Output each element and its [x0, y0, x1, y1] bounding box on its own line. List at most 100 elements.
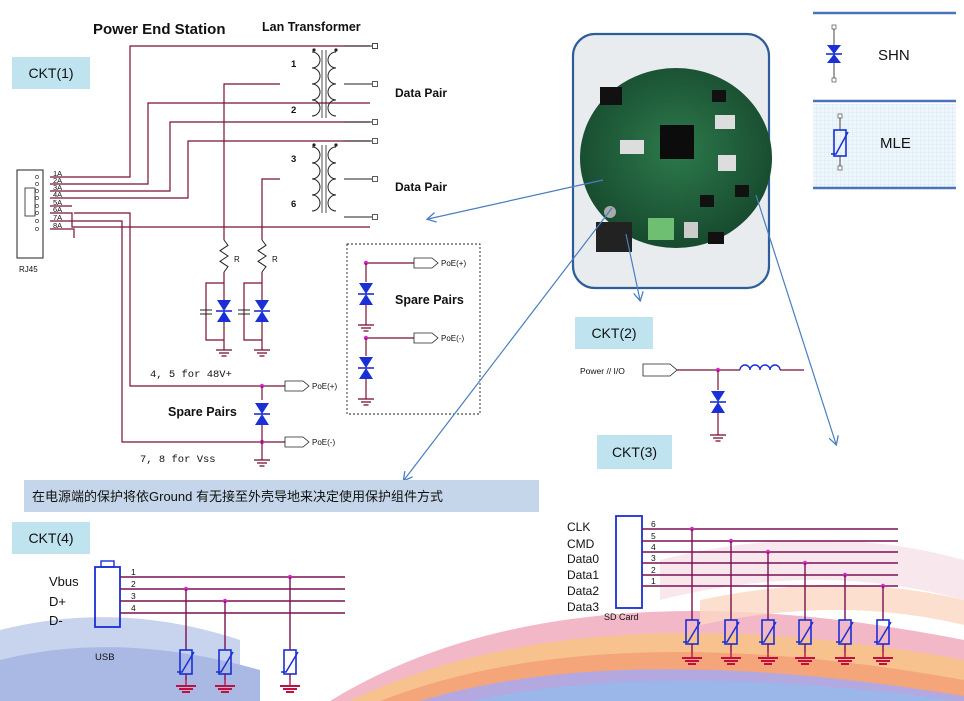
tvs-triangle — [255, 403, 269, 414]
terminal-square — [372, 43, 378, 49]
sd-signal-label: CLK — [567, 520, 590, 534]
varistor-body — [283, 649, 297, 675]
bypass-cap-wire — [205, 282, 224, 341]
rj45-pin-label: 6A — [53, 205, 62, 214]
rj45-pin — [35, 219, 39, 223]
usb-label: USB — [95, 652, 115, 663]
sd-card-label: SD Card — [604, 612, 639, 622]
sd-signal-label: Data1 — [567, 568, 599, 582]
ckt2-label-text: CKT(2) — [591, 325, 636, 341]
coil-path — [327, 51, 337, 117]
ground-symbol — [254, 455, 270, 467]
wire-6a-b — [50, 212, 370, 228]
ckt1-label-text: CKT(1) — [28, 65, 73, 81]
sd-pin-label: 5 — [651, 531, 656, 541]
varistor-slash — [281, 651, 299, 673]
usb-signal-label: D- — [49, 613, 63, 628]
wire-1a — [50, 45, 370, 178]
rj45-body — [16, 169, 44, 259]
tvs-triangle — [827, 54, 841, 63]
tvs-triangle — [827, 45, 841, 54]
resistor-zigzag — [219, 239, 229, 273]
varistor-slash — [874, 621, 892, 643]
tvs-diode — [254, 300, 270, 322]
tx-pin-1: 1 — [291, 59, 297, 70]
tvs-diode — [254, 403, 270, 425]
terminal-square — [372, 176, 378, 182]
ckt2-label — [575, 317, 653, 349]
varistor — [281, 649, 299, 675]
usb-pin-label: 1 — [131, 567, 136, 577]
ground-symbol — [710, 430, 726, 442]
wire-45 — [74, 212, 285, 387]
arrow-to-ckt4 — [404, 207, 613, 480]
poe-plus-label: PoE(+) — [312, 382, 337, 391]
note-vss: 7, 8 for Vss — [140, 454, 216, 466]
legend-terminal — [837, 113, 843, 119]
tvs-diode — [710, 391, 726, 413]
spare-pairs-box — [346, 243, 481, 415]
tvs-diode — [358, 357, 374, 379]
ground-symbol — [176, 680, 196, 693]
arrow-to-ckt3 — [755, 194, 836, 444]
polarity-dot — [312, 143, 316, 147]
sd-signal-label: Data3 — [567, 600, 599, 614]
wire-6a — [50, 140, 370, 199]
inductor — [739, 364, 781, 371]
usb-pin-label: 4 — [131, 603, 136, 613]
ground-symbol — [280, 680, 300, 693]
tx-pin-2: 2 — [291, 105, 296, 116]
data-pair-label-2: Data Pair — [395, 180, 447, 194]
rj45-pin — [35, 182, 39, 186]
bypass-cap-wire — [243, 282, 262, 341]
rj45-pin — [35, 196, 39, 200]
coil-path — [311, 51, 321, 117]
terminal-square — [372, 81, 378, 87]
terminal-square — [372, 214, 378, 220]
coil-path — [311, 146, 321, 212]
varistor-slash — [722, 621, 740, 643]
box-poe-plus-tag — [413, 257, 439, 269]
varistor-slash — [177, 651, 195, 673]
wire-8a — [50, 228, 75, 238]
sd-pin-label: 2 — [651, 565, 656, 575]
rj45-pin-label: 2A — [53, 176, 62, 185]
varistor-slash — [216, 651, 234, 673]
box-poe-plus: PoE(+) — [441, 259, 466, 268]
usb-signal-label: Vbus — [49, 574, 79, 589]
banner-box — [24, 480, 539, 512]
pcb-chip — [600, 87, 622, 105]
pcb-connector — [620, 140, 644, 154]
legend-terminal — [831, 77, 837, 83]
box-poe-minus-tag — [413, 332, 439, 344]
ground-symbol — [758, 652, 778, 665]
pcb-connector — [715, 115, 735, 129]
transformer-winding — [327, 146, 337, 212]
rj45-pin-label: 3A — [53, 183, 62, 192]
resistor-zigzag — [257, 239, 267, 273]
tvs-diode — [358, 283, 374, 305]
transformer-winding — [311, 51, 321, 117]
sd-pin-label: 3 — [651, 553, 656, 563]
tx-pin-6: 6 — [291, 199, 296, 210]
ground-symbol — [835, 652, 855, 665]
rj45-pin — [35, 204, 39, 208]
legend-mle-panel — [813, 104, 956, 188]
rj45-pin — [35, 175, 39, 179]
pcb-chip — [700, 195, 714, 207]
ckt3-label — [597, 435, 672, 469]
legend-shn-label: SHN — [878, 47, 910, 64]
ground-symbol — [358, 394, 374, 406]
box-poe-minus: PoE(-) — [441, 334, 464, 343]
sd-signal-label: Data0 — [567, 552, 599, 566]
rj45-pin — [35, 227, 39, 231]
varistor-slash — [683, 621, 701, 643]
rj45-label: RJ45 — [19, 265, 38, 274]
box-spare-pairs-label: Spare Pairs — [395, 293, 464, 307]
ground-symbol — [254, 345, 270, 357]
centertap-1 — [223, 83, 280, 240]
tvs-triangle — [711, 391, 725, 402]
tvs-triangle — [255, 414, 269, 425]
polarity-dot — [334, 48, 338, 52]
